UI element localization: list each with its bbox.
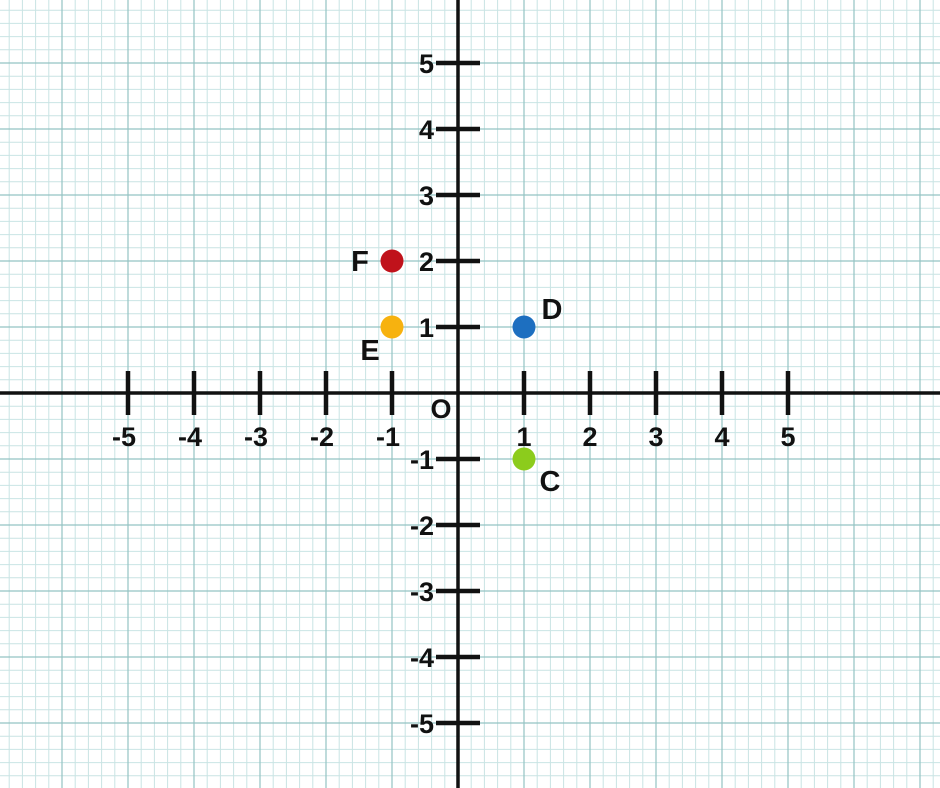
y-tick-label: 1 [419,313,434,343]
x-tick-label: 5 [780,422,795,452]
tick-labels: -5 -4 -3 -2 -1 1 2 3 4 5 5 4 3 2 1 -1 -2 -3 -4 -5 [112,49,796,739]
y-tick-label: 4 [419,115,434,145]
point-label-f: F [351,246,369,278]
point-label-c: C [540,466,561,498]
point-label-d: D [542,294,563,326]
points: F E D C [351,246,562,498]
x-tick-label: -1 [376,422,400,452]
y-tick-label: -1 [410,445,434,475]
x-tick-label: 2 [582,422,597,452]
x-tick-label: 3 [648,422,663,452]
x-tick-label: -5 [112,422,136,452]
x-tick-label: -2 [310,422,334,452]
y-tick-label: -4 [410,643,434,673]
point-f [380,249,404,273]
y-tick-label: 3 [419,181,434,211]
x-tick-label: 1 [516,422,531,452]
y-tick-label: 5 [419,49,434,79]
x-tick-label: -3 [244,422,268,452]
x-tick-label: -4 [178,422,202,452]
ticks [125,60,791,726]
point-label-e: E [360,335,379,367]
point-c [512,447,536,471]
y-tick-label: 2 [419,247,434,277]
y-tick-label: -2 [410,511,434,541]
origin-label: O [430,394,451,424]
x-tick-label: 4 [714,422,729,452]
y-tick-label: -5 [410,709,434,739]
point-e [380,315,404,339]
y-tick-label: -3 [410,577,434,607]
point-d [512,315,536,339]
